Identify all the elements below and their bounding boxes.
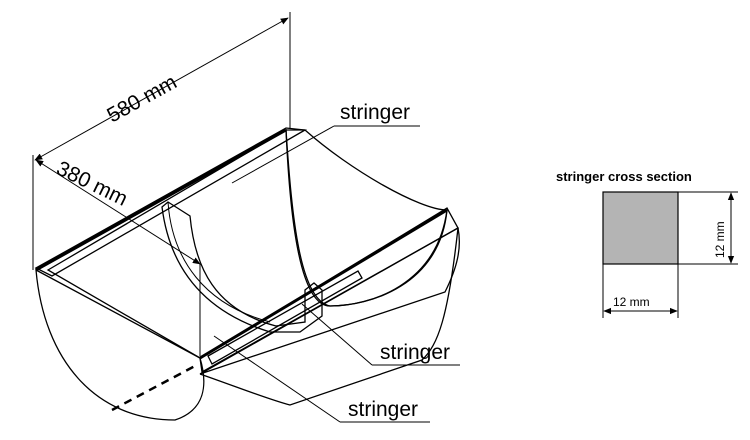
- cross-section-title: stringer cross section: [556, 169, 692, 184]
- trough-body: [34, 127, 461, 421]
- inner-surface: [46, 128, 448, 359]
- top-rim-left: [34, 127, 308, 277]
- stringer-label-top-group: stringer: [231, 101, 420, 184]
- outer-shell-lower: [199, 227, 459, 406]
- stringer-label-bottom-group: stringer: [213, 335, 430, 423]
- stringer-label-middle-group: stringer: [301, 303, 460, 366]
- cross-section-group: stringer cross section 12 mm 12 mm: [556, 169, 738, 318]
- cs-width-label: 12 mm: [613, 295, 650, 309]
- far-end-cap: [285, 129, 448, 307]
- dim-580-label: 580 mm: [103, 70, 180, 127]
- dimension-580: 580 mm: [32, 12, 291, 270]
- cs-height-label: 12 mm: [713, 221, 727, 258]
- stringer-label-bottom: stringer: [348, 398, 418, 421]
- leader-bottom-pointer: [213, 335, 341, 423]
- leader-top-pointer: [231, 125, 335, 184]
- stringer-label-top: stringer: [340, 101, 410, 124]
- stringer-label-middle: stringer: [380, 341, 450, 364]
- leader-middle-pointer: [301, 303, 373, 366]
- rim-edge-right: [199, 208, 448, 360]
- rim-edge-left: [35, 128, 287, 272]
- bottom-stringer-strip: [207, 270, 363, 365]
- dim-380-label: 380 mm: [53, 157, 131, 211]
- dim-line-380: [35, 159, 201, 265]
- dim-line-580: [34, 17, 289, 161]
- cross-section-square: [602, 191, 679, 265]
- internal-rib-inner-edge: [167, 201, 271, 323]
- near-cap-dash: [111, 364, 196, 412]
- near-end-cap: [35, 268, 205, 421]
